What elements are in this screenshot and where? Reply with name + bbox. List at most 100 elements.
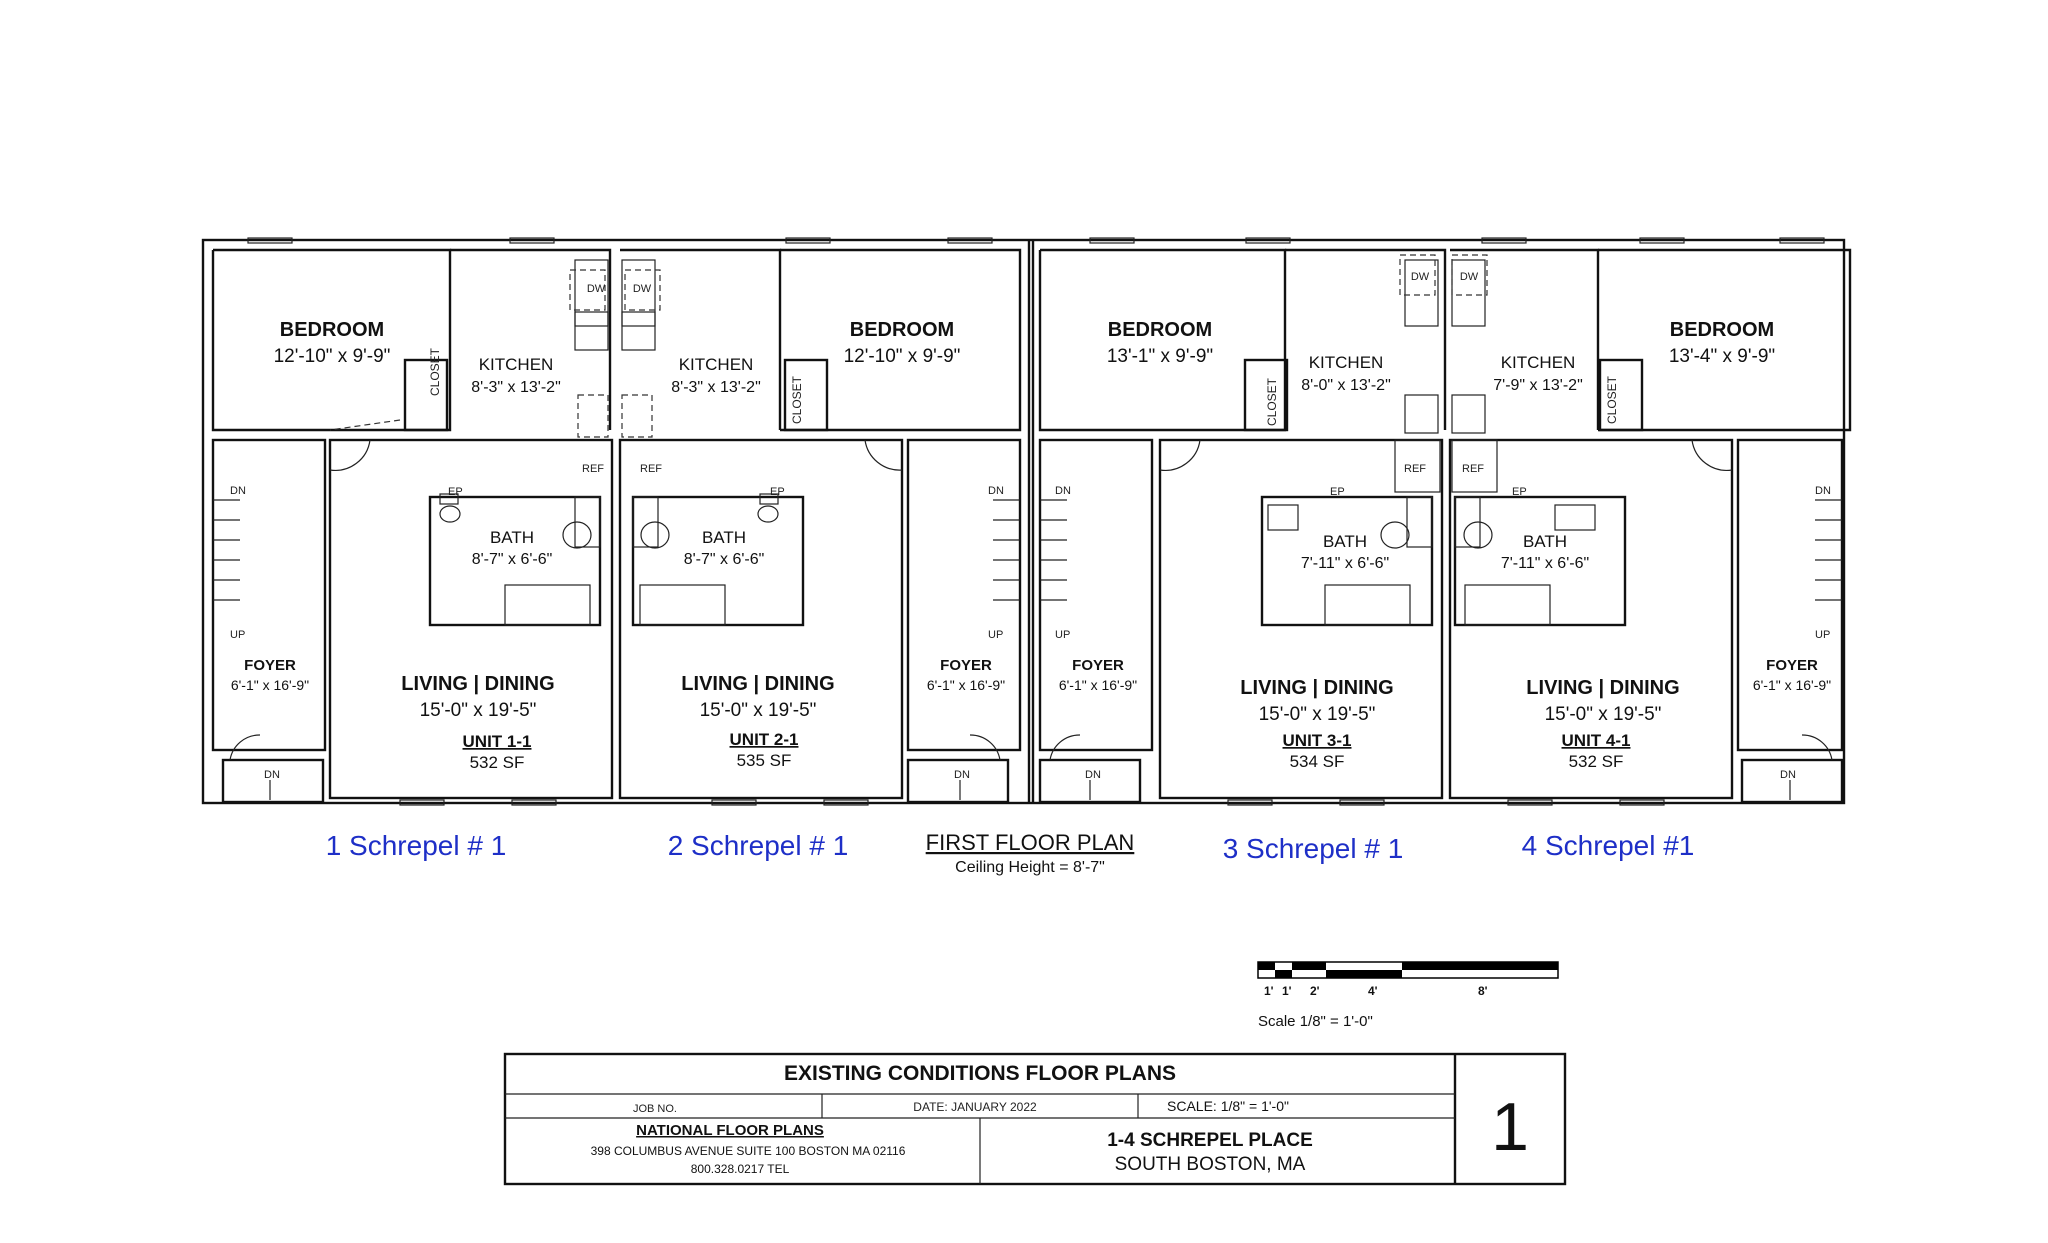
unit-4-bedroom-label: BEDROOM bbox=[1670, 319, 1774, 341]
scale-tick-5: 8' bbox=[1478, 984, 1488, 998]
title-block-phone: 800.328.0217 TEL bbox=[691, 1162, 790, 1176]
unit-4-stair-dn: DN bbox=[1815, 485, 1831, 497]
title-block-company: NATIONAL FLOOR PLANS bbox=[636, 1122, 824, 1139]
ceiling-height: Ceiling Height = 8'-7" bbox=[955, 859, 1105, 876]
title-block-date: DATE: JANUARY 2022 bbox=[913, 1100, 1037, 1114]
unit-3-dw: DW bbox=[1411, 271, 1430, 283]
scale-label: Scale 1/8" = 1'-0" bbox=[1258, 1013, 1373, 1030]
unit-2-bedroom-label: BEDROOM bbox=[850, 319, 954, 341]
unit-3-kitchen-label: KITCHEN bbox=[1309, 353, 1384, 372]
unit-2-bath-label: BATH bbox=[702, 528, 746, 547]
unit-4-living-dim: 15'-0" x 19'-5" bbox=[1545, 704, 1662, 725]
unit-4-closet: CLOSET bbox=[1605, 375, 1619, 424]
unit-2-plan bbox=[618, 248, 1022, 804]
unit-3-plan bbox=[1038, 248, 1447, 804]
unit-3-caption: 3 Schrepel # 1 bbox=[1223, 833, 1404, 864]
unit-3-ref: REF bbox=[1404, 463, 1426, 475]
title-block-sheet-number: 1 bbox=[1491, 1089, 1529, 1165]
unit-2-stair-up: UP bbox=[988, 629, 1003, 641]
unit-2-door-dn: DN bbox=[954, 769, 970, 781]
plan-title: FIRST FLOOR PLAN bbox=[926, 830, 1135, 855]
unit-3-living-dim: 15'-0" x 19'-5" bbox=[1259, 704, 1376, 725]
unit-1-door-dn: DN bbox=[264, 769, 280, 781]
unit-1-dw: DW bbox=[587, 283, 606, 295]
unit-4-unit-name: UNIT 4-1 bbox=[1562, 731, 1631, 750]
unit-4-ref: REF bbox=[1462, 463, 1484, 475]
unit-3-ep: EP bbox=[1330, 486, 1345, 498]
unit-3-closet: CLOSET bbox=[1265, 377, 1279, 426]
unit-1-kitchen-label: KITCHEN bbox=[479, 355, 554, 374]
unit-2-kitchen-dim: 8'-3" x 13'-2" bbox=[671, 379, 761, 396]
unit-2-unit-name: UNIT 2-1 bbox=[730, 730, 799, 749]
unit-1-living-dim: 15'-0" x 19'-5" bbox=[420, 700, 537, 721]
unit-2-caption: 2 Schrepel # 1 bbox=[668, 830, 849, 861]
unit-2-dw: DW bbox=[633, 283, 652, 295]
unit-4-labels: BEDROOM 13'-4" x 9'-9" KITCHEN 7'-9" x 1… bbox=[1460, 271, 1831, 781]
unit-4-foyer-dim: 6'-1" x 16'-9" bbox=[1753, 677, 1831, 693]
title-block-scale: SCALE: 1/8" = 1'-0" bbox=[1167, 1098, 1289, 1114]
unit-3-stair-up: UP bbox=[1055, 629, 1070, 641]
scale-tick-2: 1' bbox=[1282, 984, 1292, 998]
unit-2-foyer-dim: 6'-1" x 16'-9" bbox=[927, 677, 1005, 693]
unit-3-kitchen-dim: 8'-0" x 13'-2" bbox=[1301, 377, 1391, 394]
unit-3-bedroom-dim: 13'-1" x 9'-9" bbox=[1107, 346, 1213, 367]
unit-1-caption: 1 Schrepel # 1 bbox=[326, 830, 507, 861]
scale-bar: 1' 1' 2' 4' 8' Scale 1/8" = 1'-0" bbox=[1257, 961, 1559, 1030]
scale-tick-1: 1' bbox=[1264, 984, 1274, 998]
unit-1-bedroom-dim: 12'-10" x 9'-9" bbox=[274, 346, 391, 367]
unit-3-foyer-dim: 6'-1" x 16'-9" bbox=[1059, 677, 1137, 693]
unit-2-bedroom-dim: 12'-10" x 9'-9" bbox=[844, 346, 961, 367]
unit-1-bedroom-label: BEDROOM bbox=[280, 319, 384, 341]
title-block-job-no: JOB NO. bbox=[633, 1103, 677, 1115]
unit-2-closet: CLOSET bbox=[790, 375, 804, 424]
unit-captions: 1 Schrepel # 1 2 Schrepel # 1 3 Schrepel… bbox=[326, 830, 1695, 876]
title-block: EXISTING CONDITIONS FLOOR PLANS JOB NO. … bbox=[503, 1052, 1567, 1186]
title-block-project: 1-4 SCHREPEL PLACE bbox=[1107, 1130, 1313, 1151]
unit-2-labels: BEDROOM 12'-10" x 9'-9" KITCHEN 8'-3" x … bbox=[633, 283, 1005, 781]
unit-1-stair-up: UP bbox=[230, 629, 245, 641]
unit-1-foyer-label: FOYER bbox=[244, 657, 296, 674]
unit-4-stair-up: UP bbox=[1815, 629, 1830, 641]
unit-4-ep: EP bbox=[1512, 486, 1527, 498]
unit-3-labels: BEDROOM 13'-1" x 9'-9" KITCHEN 8'-0" x 1… bbox=[1055, 271, 1430, 781]
unit-1-stair-dn: DN bbox=[230, 485, 246, 497]
scale-tick-3: 2' bbox=[1310, 984, 1320, 998]
unit-4-area: 532 SF bbox=[1569, 752, 1624, 771]
unit-3-door-dn: DN bbox=[1085, 769, 1101, 781]
unit-2-area: 535 SF bbox=[737, 751, 792, 770]
unit-1-closet: CLOSET bbox=[428, 347, 442, 396]
unit-3-unit-name: UNIT 3-1 bbox=[1283, 731, 1352, 750]
unit-2-ref: REF bbox=[640, 463, 662, 475]
unit-2-bath-dim: 8'-7" x 6'-6" bbox=[684, 551, 765, 568]
unit-2-ep: EP bbox=[770, 486, 785, 498]
unit-4-bath-label: BATH bbox=[1523, 532, 1567, 551]
unit-1-plan bbox=[211, 248, 614, 804]
unit-4-bedroom-dim: 13'-4" x 9'-9" bbox=[1669, 346, 1775, 367]
unit-1-unit-name: UNIT 1-1 bbox=[463, 732, 532, 751]
unit-1-foyer-dim: 6'-1" x 16'-9" bbox=[231, 677, 309, 693]
unit-3-foyer-label: FOYER bbox=[1072, 657, 1124, 674]
unit-4-kitchen-label: KITCHEN bbox=[1501, 353, 1576, 372]
title-block-location: SOUTH BOSTON, MA bbox=[1115, 1154, 1306, 1175]
unit-4-dw: DW bbox=[1460, 271, 1479, 283]
scale-tick-4: 4' bbox=[1368, 984, 1378, 998]
unit-3-bedroom-label: BEDROOM bbox=[1108, 319, 1212, 341]
unit-1-bath-label: BATH bbox=[490, 528, 534, 547]
unit-1-kitchen-dim: 8'-3" x 13'-2" bbox=[471, 379, 561, 396]
unit-4-living-label: LIVING | DINING bbox=[1526, 677, 1679, 699]
unit-3-living-label: LIVING | DINING bbox=[1240, 677, 1393, 699]
unit-2-foyer-label: FOYER bbox=[940, 657, 992, 674]
unit-4-door-dn: DN bbox=[1780, 769, 1796, 781]
title-block-title: EXISTING CONDITIONS FLOOR PLANS bbox=[784, 1062, 1176, 1085]
unit-4-foyer-label: FOYER bbox=[1766, 657, 1818, 674]
unit-3-bath-dim: 7'-11" x 6'-6" bbox=[1301, 555, 1389, 572]
unit-4-plan bbox=[1448, 248, 1852, 804]
unit-4-kitchen-dim: 7'-9" x 13'-2" bbox=[1493, 377, 1583, 394]
unit-2-kitchen-label: KITCHEN bbox=[679, 355, 754, 374]
unit-1-ref: REF bbox=[582, 463, 604, 475]
unit-2-living-label: LIVING | DINING bbox=[681, 673, 834, 695]
unit-3-stair-dn: DN bbox=[1055, 485, 1071, 497]
unit-1-area: 532 SF bbox=[470, 753, 525, 772]
unit-3-bath-label: BATH bbox=[1323, 532, 1367, 551]
